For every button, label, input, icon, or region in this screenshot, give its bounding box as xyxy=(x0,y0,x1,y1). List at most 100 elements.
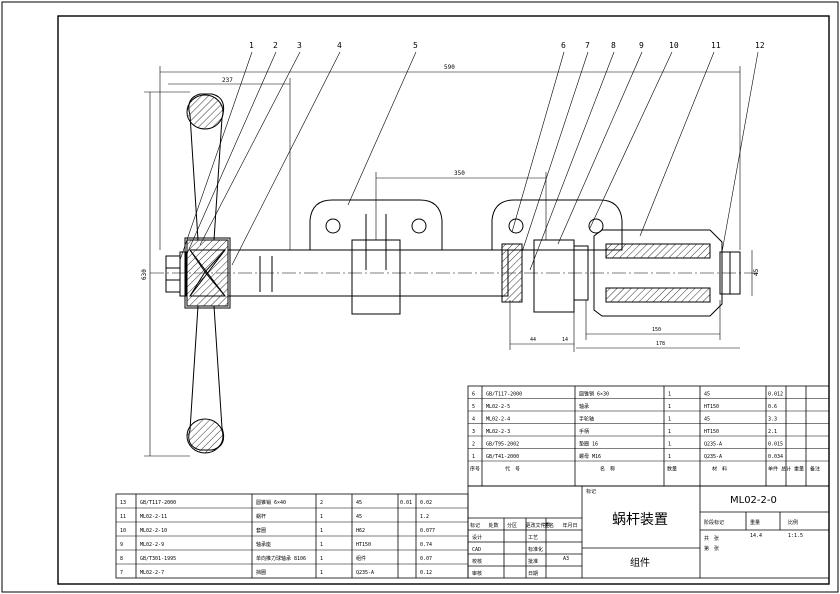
bom-left-code: ML02-2-7 xyxy=(140,570,164,576)
bom-right-header-weight: 单件 总计 重量 xyxy=(768,466,804,473)
title-block-text: 蜗杆装置 组件 ML02-2-0 标记 14.4 1:1.5 阶段标记 重量 比… xyxy=(563,488,803,569)
dim-overall-length: 590 xyxy=(444,64,455,71)
bom-left-no: 11 xyxy=(120,514,126,520)
bom-right-no: 1 xyxy=(472,454,475,460)
revision-header-cell: 分区 xyxy=(507,522,517,529)
bom-left-name: 套圈 xyxy=(256,527,266,534)
bom-left-row: 9 ML02-2-9 轴承座 1 HT150 0.74 xyxy=(116,541,468,551)
paper-size: A3 xyxy=(563,556,569,562)
signature-role: CAD xyxy=(472,547,481,553)
bom-right-weight: 0.012 xyxy=(768,392,783,398)
bom-right-name: 手轮轴 xyxy=(579,416,594,423)
drawing-number: ML02-2-0 xyxy=(730,495,777,506)
title-block xyxy=(467,485,830,579)
bom-left-qty: 1 xyxy=(320,542,323,548)
bom-right-material: HT150 xyxy=(704,429,719,435)
bom-right-name: 轴承 xyxy=(579,403,589,410)
dim-bracket-span: 350 xyxy=(454,170,465,177)
type-label: 标记 xyxy=(586,488,596,495)
bom-right-weight: 0.6 xyxy=(768,404,777,410)
signature-role: 校核 xyxy=(472,558,482,565)
bom-right-qty: 1 xyxy=(668,454,671,460)
bom-left-unit-weight: 0.01 xyxy=(400,500,412,506)
bom-right-qty: 1 xyxy=(668,429,671,435)
dim-d2: 14 xyxy=(562,337,568,343)
bom-left-material: H62 xyxy=(356,528,365,534)
bom-right-material: HT150 xyxy=(704,404,719,410)
bom-left-total-weight: 0.74 xyxy=(420,542,432,548)
revision-header-cell: 更改文件号 xyxy=(526,522,551,529)
bom-right-name: 螺母 M16 xyxy=(579,453,601,460)
bom-right-no: 5 xyxy=(472,404,475,410)
bom-right-material: 45 xyxy=(704,392,710,398)
bom-left-code: ML02-2-11 xyxy=(140,514,167,520)
scale-label: 比例 xyxy=(788,519,798,526)
bom-right-no: 2 xyxy=(472,442,475,448)
bom-right-header-note: 备注 xyxy=(810,466,820,473)
bom-right-weight: 0.015 xyxy=(768,442,783,448)
bom-left-material: 组件 xyxy=(356,555,366,562)
bom-left-code: GB/T117-2000 xyxy=(140,500,176,506)
balloon-1: 1 xyxy=(249,41,254,50)
title-block-cells: 标记处数分区更改文件号签名年月日设计CAD校核审核工艺标准化批准日期 xyxy=(470,522,578,577)
dimension-texts: 590 237 350 630 45 44 14 150 178 xyxy=(141,64,760,347)
revision-header-cell: 处数 xyxy=(489,522,499,529)
bom-left-material: HT150 xyxy=(356,542,371,548)
leader-lines xyxy=(179,51,759,271)
bom-right-weight: 2.1 xyxy=(768,429,777,435)
bom-left-qty: 1 xyxy=(320,528,323,534)
bom-left-total-weight: 0.12 xyxy=(420,570,432,576)
signature-role: 设计 xyxy=(472,534,482,541)
bom-right-weight: 0.034 xyxy=(768,454,783,460)
bom-left-total-weight: 0.07 xyxy=(420,556,432,562)
bom-right-material: Q235-A xyxy=(704,442,722,448)
balloon-3: 3 xyxy=(297,41,302,50)
bearing-bracket-right xyxy=(491,199,623,313)
balloon-8: 8 xyxy=(611,41,616,50)
signature-role-2: 日期 xyxy=(528,571,538,577)
weight-label: 重量 xyxy=(750,519,760,526)
dim-worm-total: 178 xyxy=(656,341,665,347)
bom-left-name: 蜗杆 xyxy=(256,513,266,520)
balloon-9: 9 xyxy=(639,41,644,50)
bom-left-name: 单向推力球轴承 8106 xyxy=(256,555,306,562)
bom-left-no: 9 xyxy=(120,542,123,548)
drawing-title: 蜗杆装置 xyxy=(612,512,668,528)
bom-left-total-weight: 0.077 xyxy=(420,528,435,534)
bom-right-material: 45 xyxy=(704,417,710,423)
balloon-2: 2 xyxy=(273,41,278,50)
bom-left-no: 7 xyxy=(120,570,123,576)
bom-right-code: GB/T117-2000 xyxy=(486,392,522,398)
dim-worm-len: 150 xyxy=(652,327,661,333)
inner-frame xyxy=(57,15,830,585)
dimension-lines xyxy=(144,66,753,457)
signature-role: 审核 xyxy=(472,570,482,577)
balloon-4: 4 xyxy=(337,41,342,50)
bom-left-name: 轴承座 xyxy=(256,541,271,548)
sheet-total: 共 张 xyxy=(704,535,719,542)
bom-left-code: ML02-2-9 xyxy=(140,542,164,548)
signature-role-2: 工艺 xyxy=(528,535,538,541)
bom-left-qty: 1 xyxy=(320,556,323,562)
bom-right-qty: 1 xyxy=(668,404,671,410)
bom-right-name: 手柄 xyxy=(579,428,589,435)
balloon-11: 11 xyxy=(711,41,721,50)
bom-left-material: 45 xyxy=(356,514,362,520)
signature-role-2: 标准化 xyxy=(528,546,543,553)
bom-left-no: 8 xyxy=(120,556,123,562)
bom-left-qty: 1 xyxy=(320,514,323,520)
dim-d1: 44 xyxy=(530,337,536,343)
bom-left-code: ML02-2-10 xyxy=(140,528,167,534)
balloon-6: 6 xyxy=(561,41,566,50)
dim-bore: 45 xyxy=(753,268,760,276)
scale-value: 1:1.5 xyxy=(788,533,803,539)
bom-right-no: 4 xyxy=(472,417,475,423)
bom-left-qty: 1 xyxy=(320,570,323,576)
